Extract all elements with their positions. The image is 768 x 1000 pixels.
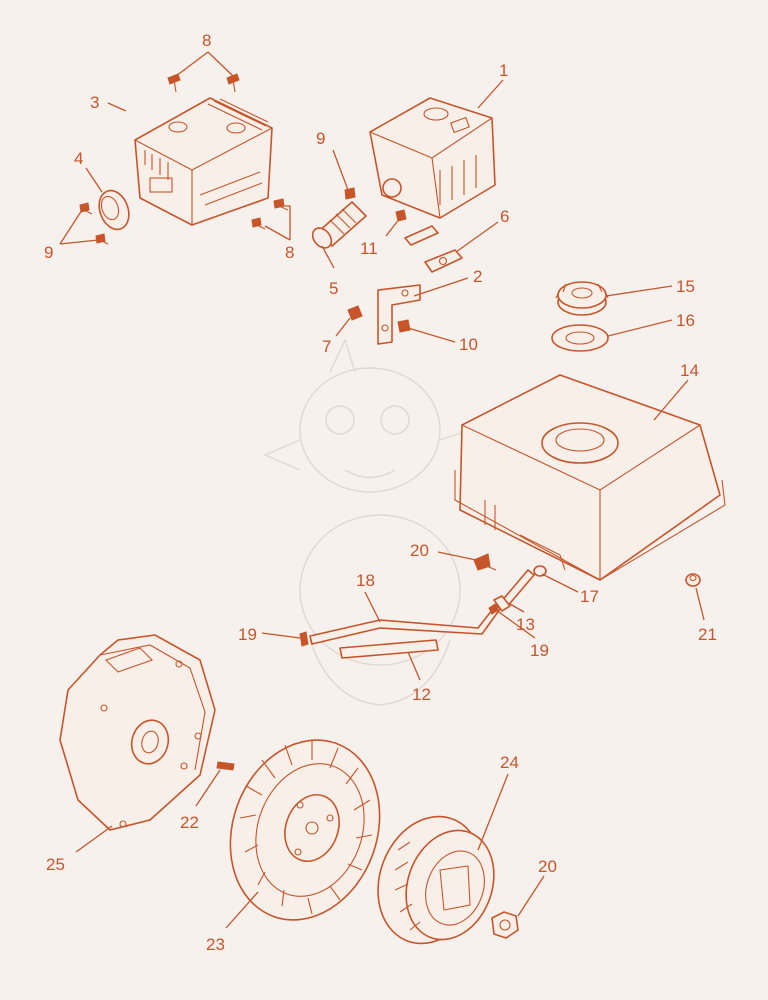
callout-15: 15	[676, 277, 695, 296]
callout-17: 17	[580, 587, 599, 606]
flywheel	[229, 739, 381, 921]
callout-21: 21	[698, 625, 717, 644]
gasket	[404, 225, 463, 273]
callout-labels: 8 3 1 4 9 9 8 5 11 6 2 7 10 15 16 14 20 …	[44, 31, 717, 954]
callout-12: 12	[412, 685, 431, 704]
watermark-dragon	[263, 338, 471, 706]
fan-housing	[59, 634, 216, 831]
callout-19: 19	[238, 625, 257, 644]
muffler-cap	[98, 189, 130, 231]
fuel-hose	[299, 603, 501, 659]
fuel-cap	[555, 281, 609, 316]
callout-11: 11	[360, 239, 378, 258]
callout-8: 8	[285, 243, 294, 262]
flange-nut	[491, 911, 519, 939]
muffler-cover	[134, 97, 273, 226]
callout-9: 9	[316, 129, 325, 148]
callout-6: 6	[500, 207, 509, 226]
callout-3: 3	[90, 93, 99, 112]
callout-5: 5	[329, 279, 338, 298]
callout-4: 4	[74, 149, 83, 168]
callout-20: 20	[410, 541, 429, 560]
callout-13: 13	[516, 615, 535, 634]
callout-25: 25	[46, 855, 65, 874]
callout-18: 18	[356, 571, 375, 590]
bracket	[377, 284, 421, 345]
callout-19: 19	[530, 641, 549, 660]
callout-16: 16	[676, 311, 695, 330]
callout-23: 23	[206, 935, 225, 954]
callout-26: 20	[538, 857, 557, 876]
leader-lines	[59, 51, 705, 929]
callout-1: 1	[499, 61, 508, 80]
callout-9: 9	[44, 243, 53, 262]
callout-14: 14	[680, 361, 699, 380]
bolt	[79, 73, 497, 571]
exhaust-pipe	[311, 201, 367, 249]
callout-24: 24	[500, 753, 519, 772]
callout-7: 7	[322, 337, 331, 356]
key-pin	[216, 761, 235, 771]
drain-nut	[685, 573, 701, 587]
callout-22: 22	[180, 813, 199, 832]
cap-seal	[551, 324, 609, 352]
fuel-tank	[454, 374, 726, 581]
muffler	[369, 97, 496, 219]
fuel-filter	[493, 565, 547, 612]
callout-8: 8	[202, 31, 211, 50]
starter-pulley	[377, 815, 495, 945]
callout-10: 10	[459, 335, 478, 354]
callout-2: 2	[473, 267, 482, 286]
